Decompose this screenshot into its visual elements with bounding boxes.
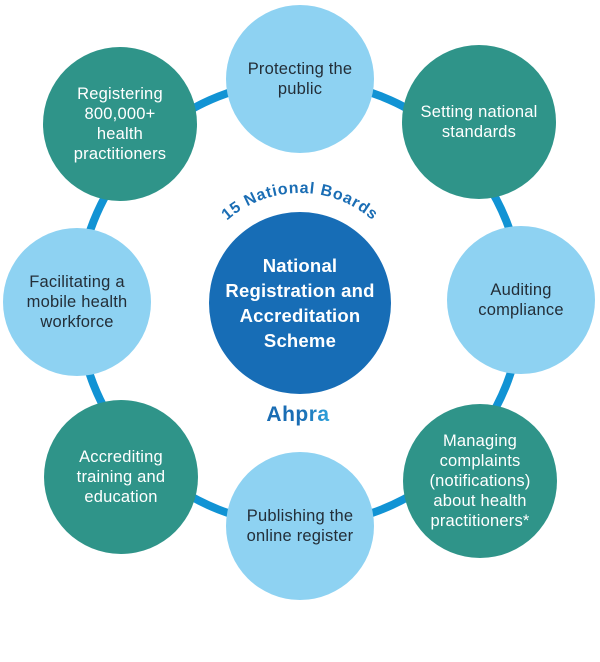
node-managing-complaints: Managing complaints (notifications) abou… <box>403 404 557 558</box>
node-auditing-compliance: Auditing compliance <box>447 226 595 374</box>
node-label: Setting national standards <box>420 103 538 141</box>
node-setting-national-standards: Setting national standards <box>402 45 556 199</box>
node-label: Protecting the public <box>247 60 353 98</box>
node-label: Facilitating a mobile health workforce <box>26 273 128 331</box>
center-title: National Registration and Accreditation … <box>225 255 375 351</box>
node-facilitating-mobile-workforce: Facilitating a mobile health workforce <box>3 228 151 376</box>
node-protecting-the-public: Protecting the public <box>226 5 374 153</box>
ahpra-logo-text: Ahpra <box>266 403 329 426</box>
node-registering-practitioners: Registering 800,000+ health practitioner… <box>43 47 197 201</box>
center-circle-nras: National Registration and Accreditation … <box>209 212 391 394</box>
node-label: Auditing compliance <box>478 281 564 319</box>
node-publishing-online-register: Publishing the online register <box>226 452 374 600</box>
node-label: Accrediting training and education <box>76 448 166 506</box>
node-accrediting-training-education: Accrediting training and education <box>44 400 198 554</box>
node-label: Publishing the online register <box>246 507 354 545</box>
node-label: Managing complaints (notifications) abou… <box>429 432 531 530</box>
node-label: Registering 800,000+ health practitioner… <box>73 85 167 163</box>
